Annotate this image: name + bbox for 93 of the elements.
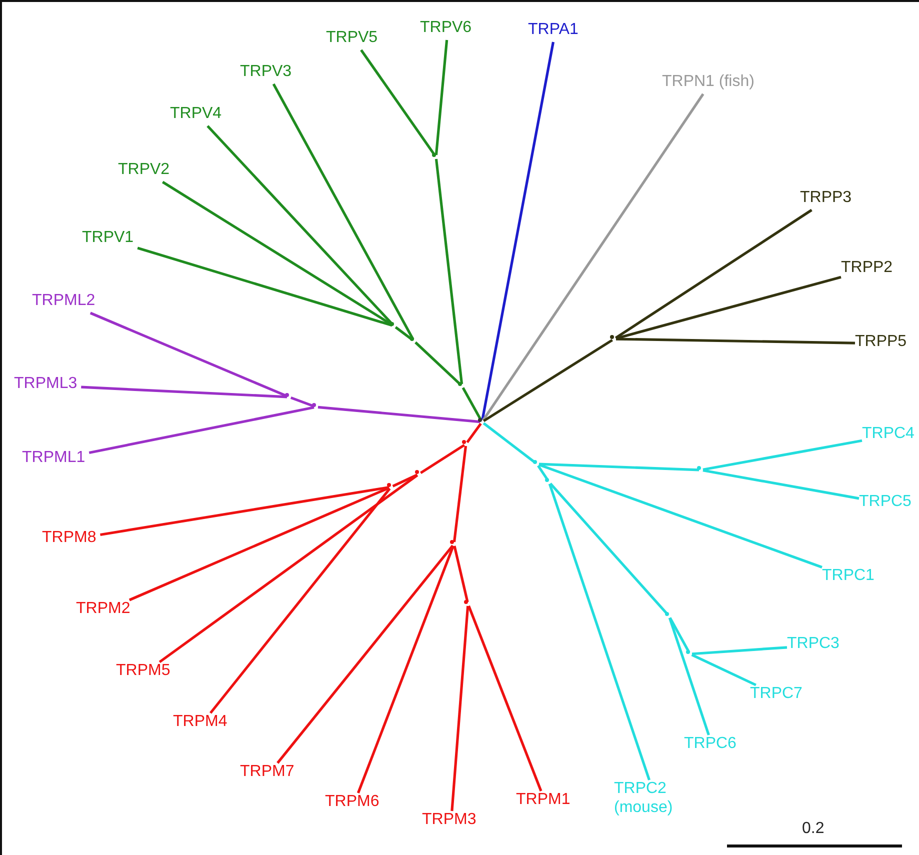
taxon-label: TRPV6	[420, 18, 472, 37]
tree-branch	[616, 276, 842, 340]
branch-point	[450, 540, 454, 544]
taxon-label: TRPV1	[82, 228, 134, 247]
tree-branch	[137, 246, 392, 327]
tree-branch	[158, 474, 418, 664]
taxon-label: TRPV2	[118, 160, 170, 179]
branch-point	[665, 612, 669, 616]
branch-point	[415, 470, 419, 474]
tree-branch	[481, 42, 554, 420]
branch-point	[545, 478, 549, 482]
tree-branch	[88, 406, 314, 454]
taxon-label: TRPC1	[822, 566, 874, 585]
tree-branch	[614, 208, 812, 339]
tree-branch	[394, 326, 414, 341]
taxon-label: TRPC2 (mouse)	[614, 779, 694, 817]
taxon-label: TRPM3	[422, 810, 476, 829]
tree-branch	[356, 545, 454, 794]
branch-point	[390, 322, 394, 326]
tree-branch	[483, 338, 613, 422]
taxon-label: TRPM7	[240, 762, 294, 781]
taxon-label: TRPM8	[42, 528, 96, 547]
tree-branch	[549, 482, 669, 616]
tree-branch	[538, 462, 700, 472]
tree-branch	[450, 606, 470, 812]
branch-point	[533, 460, 537, 464]
taxon-label: TRPC4	[862, 424, 914, 443]
taxon-label: TRPM5	[116, 661, 170, 680]
tree-branch	[100, 486, 390, 536]
tree-branch	[290, 396, 315, 408]
taxon-label: TRPM2	[76, 599, 130, 618]
branch-point	[462, 440, 466, 444]
tree-branch	[272, 83, 414, 340]
branch-point	[432, 153, 436, 157]
branch-point	[285, 393, 289, 397]
taxon-label: TRPML1	[22, 448, 86, 467]
taxon-label: TRPP5	[855, 332, 907, 351]
taxon-label: TRPC3	[787, 634, 840, 653]
branch-point	[464, 600, 468, 604]
taxon-label: TRPM1	[516, 790, 570, 809]
taxon-label: TRPP3	[800, 188, 852, 207]
taxon-label: TRPA1	[528, 20, 578, 39]
tree-branch	[434, 158, 464, 384]
tree-branch	[702, 439, 862, 471]
tree-branch	[537, 464, 549, 482]
tree-branch	[360, 49, 436, 156]
tree-branch	[81, 386, 288, 398]
tree-branch	[453, 546, 469, 602]
tree-branch	[90, 312, 288, 398]
tree-branch	[616, 338, 856, 344]
taxon-label: TRPV4	[170, 104, 222, 123]
tree-branch	[452, 446, 468, 542]
tree-branch	[466, 422, 482, 444]
tree-branch	[128, 486, 390, 602]
branch-point	[387, 483, 391, 487]
branch-point	[610, 335, 614, 339]
tree-branch	[538, 463, 822, 568]
taxon-label: TRPP2	[841, 258, 893, 277]
tree-branch	[420, 444, 466, 474]
tree-branch	[692, 646, 788, 656]
tree-branch	[414, 341, 462, 386]
branch-point	[478, 418, 482, 422]
branch-point	[312, 403, 316, 407]
taxon-label: TRPM4	[173, 712, 228, 731]
branch-point	[697, 466, 701, 470]
tree-branch	[548, 483, 650, 780]
tree-branch	[668, 617, 690, 653]
tree-branch	[482, 93, 704, 422]
taxon-label: TRPML3	[14, 374, 78, 393]
tree-branch	[691, 654, 756, 686]
tree-branch	[482, 422, 536, 464]
branch-point	[410, 337, 414, 341]
tree-branch	[209, 488, 391, 714]
tree-branch	[392, 474, 418, 488]
tree-branch	[702, 469, 860, 500]
tree-branch	[434, 40, 448, 156]
taxon-label: TRPC5	[859, 492, 912, 511]
taxon-label: TRPV3	[240, 62, 292, 81]
branch-point	[458, 382, 462, 386]
taxon-label: TRPML2	[32, 291, 96, 310]
taxon-label: TRPC6	[684, 734, 736, 753]
tree-branch	[276, 544, 454, 764]
branch-point	[686, 650, 690, 654]
taxon-label: TRPM6	[325, 792, 380, 811]
scale-value: 0.2	[802, 820, 824, 838]
taxon-label: TRPV5	[326, 28, 378, 47]
tree-branch	[468, 605, 542, 792]
tree-branch	[668, 617, 710, 736]
tree-branch	[318, 406, 480, 424]
taxon-label: TRPC7	[750, 684, 802, 703]
tree-branch	[462, 387, 482, 421]
taxon-label: TRPN1 (fish)	[662, 72, 754, 91]
tree-branch	[162, 180, 393, 326]
